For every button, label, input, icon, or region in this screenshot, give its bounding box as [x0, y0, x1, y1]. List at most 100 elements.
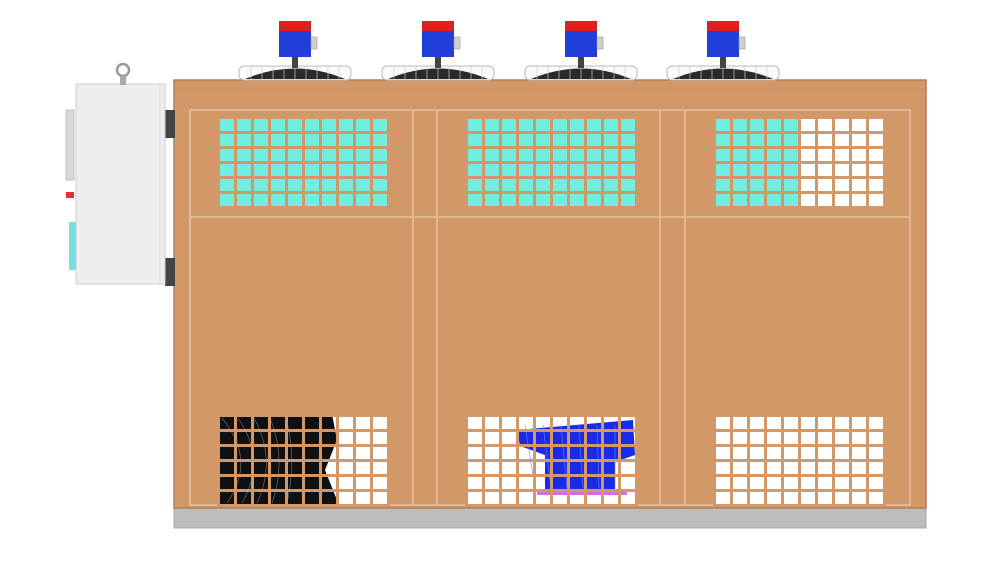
grille-cell: [767, 477, 781, 489]
grille-cell: [750, 149, 764, 161]
grille-cell: [485, 432, 499, 444]
grille-cell: [553, 179, 567, 191]
grille-cell: [502, 447, 516, 459]
grille-cell: [485, 164, 499, 176]
grille-cell: [835, 179, 849, 191]
grille-cell: [835, 492, 849, 504]
fan-motor: [279, 30, 311, 57]
grille-cell: [254, 194, 268, 206]
grille-cell: [869, 477, 883, 489]
grille-cell: [502, 164, 516, 176]
grille-cell: [339, 119, 353, 131]
grille-cell: [716, 194, 730, 206]
grille-cell: [869, 164, 883, 176]
grille-cell: [485, 447, 499, 459]
grille-cell: [733, 164, 747, 176]
grille-cell: [305, 119, 319, 131]
grille-cell: [784, 432, 798, 444]
grille-cell: [356, 447, 370, 459]
grille-cell: [373, 477, 387, 489]
grille-cell: [835, 417, 849, 429]
grille-cell: [716, 164, 730, 176]
grille-cell: [818, 477, 832, 489]
grille-cell: [750, 164, 764, 176]
grille-cell: [271, 179, 285, 191]
grille-cell: [818, 119, 832, 131]
grille-cell: [818, 417, 832, 429]
grille-cell: [485, 134, 499, 146]
grille-cell: [356, 477, 370, 489]
grille-cell: [356, 179, 370, 191]
grille-cell: [835, 119, 849, 131]
grille-cell: [519, 462, 533, 474]
grille-cell: [835, 194, 849, 206]
motor-cap: [279, 21, 311, 31]
grille-cell: [801, 417, 815, 429]
grille-cell: [767, 432, 781, 444]
grille-cell: [356, 134, 370, 146]
grille-cell: [801, 492, 815, 504]
grille-cell: [373, 462, 387, 474]
grille-cell: [519, 134, 533, 146]
grille-cell: [519, 164, 533, 176]
grille-cell: [519, 447, 533, 459]
grille-cell: [818, 432, 832, 444]
grille-cell: [339, 462, 353, 474]
grille-cell: [322, 134, 336, 146]
grille-cell: [767, 119, 781, 131]
grille-cell: [502, 134, 516, 146]
grille-cell: [570, 134, 584, 146]
grille-cell: [818, 492, 832, 504]
grille-cell: [852, 492, 866, 504]
grille-cell: [339, 179, 353, 191]
grille-cell: [305, 134, 319, 146]
grille-cell: [716, 417, 730, 429]
grille-cell: [305, 194, 319, 206]
grille-cell: [373, 447, 387, 459]
grille-cell: [502, 417, 516, 429]
grille-cell: [767, 164, 781, 176]
grille-cell: [322, 119, 336, 131]
grille-cell: [220, 134, 234, 146]
grille-cell: [536, 179, 550, 191]
grille-cell: [852, 179, 866, 191]
grille-cell: [220, 149, 234, 161]
grille-cell: [750, 477, 764, 489]
grille-cell: [869, 194, 883, 206]
grille-cell: [502, 179, 516, 191]
fan-3: [524, 21, 638, 81]
grille-cell: [237, 194, 251, 206]
grille-cell: [750, 194, 764, 206]
grille-cell: [373, 432, 387, 444]
grille-cell: [604, 194, 618, 206]
grille-cell: [373, 149, 387, 161]
grille-cell: [468, 477, 482, 489]
grille-cell: [468, 179, 482, 191]
base-skid: [173, 507, 927, 529]
pump: [517, 420, 635, 492]
grille-cell: [784, 462, 798, 474]
grille-cell: [288, 134, 302, 146]
grille-cell: [271, 119, 285, 131]
grille-cell: [716, 447, 730, 459]
grille-cell: [322, 179, 336, 191]
grille-cell: [869, 179, 883, 191]
grille-cell: [716, 462, 730, 474]
grille-cell: [621, 179, 635, 191]
grille-cell: [621, 149, 635, 161]
grille-cell: [373, 417, 387, 429]
grille-cell: [271, 134, 285, 146]
grille-cell: [485, 462, 499, 474]
grille-cell: [468, 447, 482, 459]
grille-cell: [869, 417, 883, 429]
grille-cell: [536, 149, 550, 161]
grille-cell: [237, 164, 251, 176]
fan-4: [666, 21, 780, 81]
grille-cell: [767, 194, 781, 206]
grille-cell: [553, 149, 567, 161]
grille-cell: [519, 194, 533, 206]
grille-cell: [254, 179, 268, 191]
grille-cell: [502, 119, 516, 131]
grille-cell: [733, 462, 747, 474]
